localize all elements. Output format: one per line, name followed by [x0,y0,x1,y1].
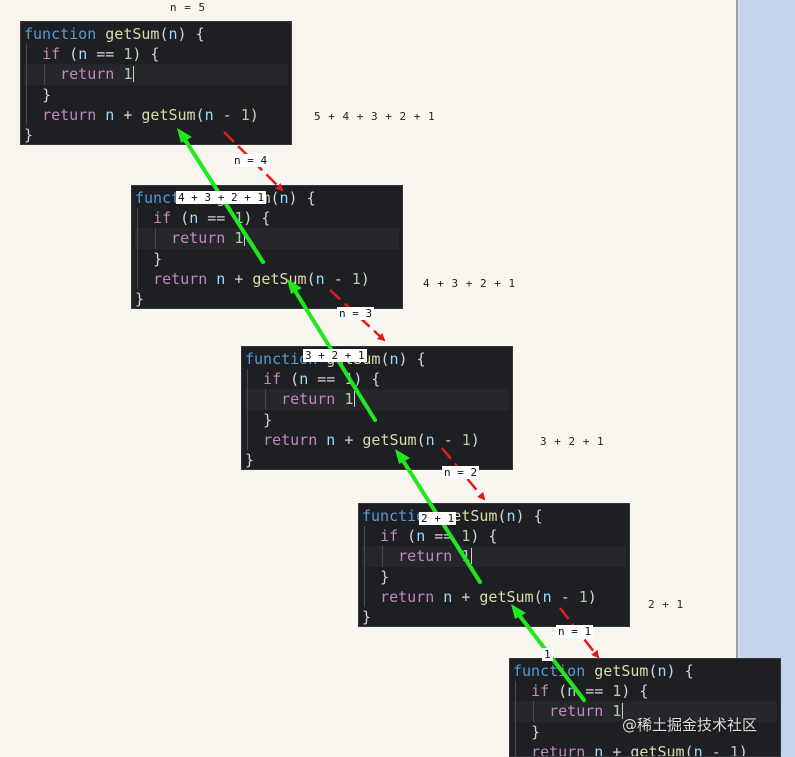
return-value-label-3: 3 + 2 + 1 [303,349,367,362]
code-line-return-1: return 1 [245,389,509,410]
code-line-close-fn: } [135,289,145,308]
code-line-function: function getSum(n) { [362,507,543,525]
code-frame-4: function getSum(n) { if (n == 1) { retur… [358,503,630,627]
code-line-return-1: return 1 [24,64,288,85]
return-value-label-4: 2 + 1 [419,512,457,525]
call-label-n4: n = 4 [232,154,270,167]
top-n-label: n = 5 [170,1,206,14]
code-line-close-if: } [513,721,777,742]
return-value-label-5: 1 [542,648,553,661]
code-line-close-if: } [24,84,288,105]
return-value-label-2: 4 + 3 + 2 + 1 [176,191,267,204]
sum-annotation-3: 3 + 2 + 1 [540,435,605,448]
call-label-n3: n = 3 [337,307,375,320]
code-line-return-recursive: return n + getSum(n - 1) [135,268,399,289]
code-line-function: function getSum(n) { [135,189,316,207]
code-line-function: function getSum(n) { [24,25,205,43]
code-frame-5: function getSum(n) { if (n == 1) { retur… [509,658,781,757]
sum-annotation-1: 5 + 4 + 3 + 2 + 1 [314,110,436,123]
code-line-close-if: } [135,248,399,269]
code-line-close-fn: } [245,450,255,469]
code-line-if: if (n == 1) { [362,526,626,547]
code-line-return-recursive: return n + getSum(n - 1) [362,586,626,607]
code-frame-2: function getSum(n) { if (n == 1) { retur… [131,185,403,309]
code-line-close-if: } [245,409,509,430]
code-frame-1: function getSum(n) { if (n == 1) { retur… [20,21,292,145]
code-line-function: function getSum(n) { [245,350,426,368]
code-frame-3: function getSum(n) { if (n == 1) { retur… [241,346,513,470]
code-line-return-recursive: return n + getSum(n - 1) [513,741,777,756]
code-line-if: if (n == 1) { [135,208,399,229]
call-label-n2: n = 2 [442,466,480,479]
code-line-if: if (n == 1) { [245,369,509,390]
code-line-return-1: return 1 [362,546,626,567]
code-line-return-recursive: return n + getSum(n - 1) [24,104,288,125]
code-line-function: function getSum(n) { [513,662,694,680]
code-line-return-1: return 1 [513,701,777,722]
code-line-if: if (n == 1) { [513,681,777,702]
code-line-close-fn: } [24,125,34,144]
sum-annotation-2: 4 + 3 + 2 + 1 [423,277,516,290]
code-line-close-if: } [362,566,626,587]
code-line-return-1: return 1 [135,228,399,249]
code-line-return-recursive: return n + getSum(n - 1) [245,429,509,450]
code-line-if: if (n == 1) { [24,44,288,65]
sum-annotation-4: 2 + 1 [648,598,684,611]
code-line-close-fn: } [362,607,372,626]
watermark: @稀土掘金技术社区 [622,716,758,734]
call-label-n1: n = 1 [556,625,594,638]
